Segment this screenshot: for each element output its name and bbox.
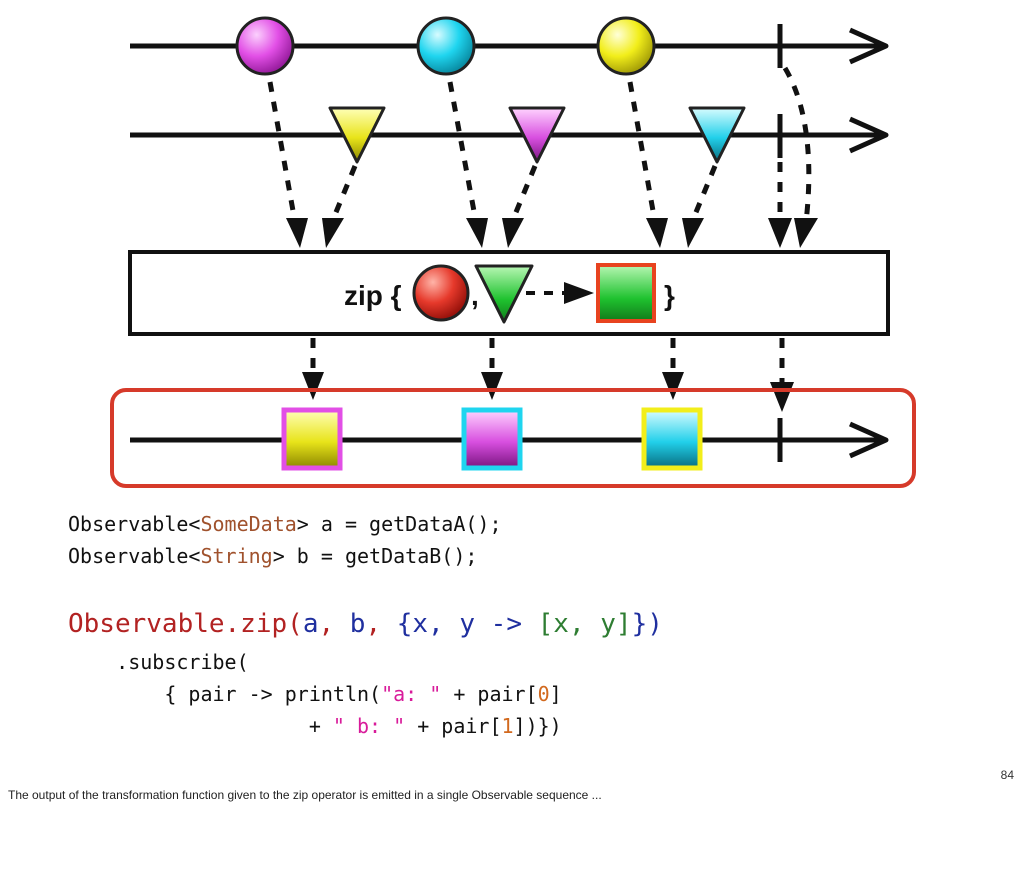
output-arrows	[310, 338, 785, 382]
code-line-6: + " b: " + pair[1])})	[68, 714, 562, 738]
output-highlight	[110, 388, 916, 488]
zip-operator-box: zip { , }	[128, 250, 890, 336]
zip-example-result	[596, 263, 656, 323]
zip-close: }	[664, 280, 675, 311]
marble-diagram: zip { , }	[110, 16, 916, 488]
output-marble-2	[461, 407, 523, 471]
code-line-2: Observable<String> b = getDataB();	[68, 544, 478, 568]
input-arrows	[267, 66, 812, 223]
marble-b1	[328, 106, 386, 164]
page-number: 84	[1000, 768, 1014, 782]
input-arrowheads	[286, 218, 818, 248]
marble-a2	[416, 16, 476, 76]
slide-caption: The output of the transformation functio…	[8, 788, 602, 802]
zip-label: zip {	[344, 280, 402, 311]
code-line-4: .subscribe(	[68, 650, 249, 674]
marble-a1	[235, 16, 295, 76]
zip-example-triangle	[474, 264, 534, 324]
code-line-5: { pair -> println("a: " + pair[0]	[68, 682, 562, 706]
output-marble-1	[281, 407, 343, 471]
marble-a3	[596, 16, 656, 76]
timeline-output	[130, 407, 889, 471]
marble-b2	[508, 106, 566, 164]
timeline-b	[130, 106, 889, 164]
code-line-1: Observable<SomeData> a = getDataA();	[68, 512, 502, 536]
output-marble-3	[641, 407, 703, 471]
svg-text:,: ,	[471, 280, 479, 311]
zip-example-circle	[412, 264, 470, 322]
code-line-3: Observable.zip(a, b, {x, y -> [x, y]})	[68, 609, 663, 639]
marble-b3	[688, 106, 746, 164]
timeline-a	[130, 16, 889, 76]
